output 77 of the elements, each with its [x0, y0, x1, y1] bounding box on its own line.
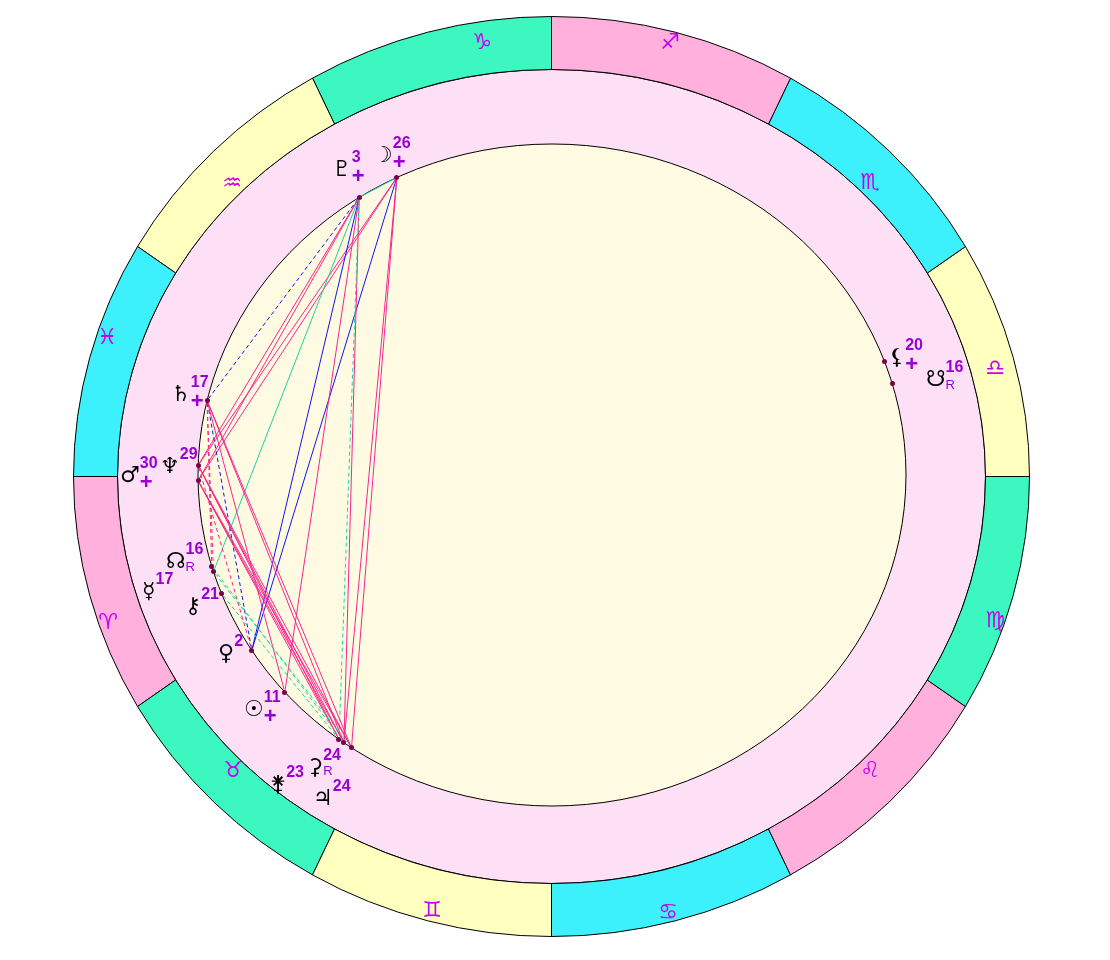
position-dot [210, 569, 216, 575]
zodiac-sign-glyph: ♉ [223, 759, 243, 781]
zodiac-sign-glyph: ♓ [97, 326, 117, 348]
degree-label: 11 [263, 690, 281, 704]
annotation-mark: + [263, 705, 277, 727]
planet-glyph: ☽ [373, 144, 393, 166]
planet-glyph: ⚵ [270, 773, 287, 795]
degree-label: 26 [392, 136, 411, 150]
zodiac-sign-glyph: ♎ [985, 357, 1005, 379]
degree-label: 2 [234, 634, 244, 648]
position-dot [282, 689, 288, 695]
degree-label: 23 [286, 765, 304, 779]
degree-label: 16 [945, 360, 964, 374]
planet-glyph: ⚸ [889, 346, 906, 368]
position-dot [219, 591, 224, 597]
planet-glyph: ☋ [926, 368, 946, 390]
degree-label: 30 [139, 456, 158, 470]
zodiac-sign-glyph: ♍ [985, 609, 1005, 631]
position-dot [889, 381, 895, 387]
position-dot [195, 462, 201, 468]
position-dot [349, 745, 354, 751]
planet-glyph: ♄ [171, 383, 191, 405]
zodiac-sign-glyph: ♋ [658, 901, 678, 923]
position-dot [209, 563, 215, 569]
aspect-line [251, 199, 360, 649]
planet-glyph: ♂ [120, 464, 140, 486]
zodiac-sign-glyph: ♈ [98, 611, 118, 633]
position-dot [195, 478, 201, 484]
zodiac-sign-glyph: ♏ [860, 171, 880, 193]
zodiac-sign-glyph: ♊ [422, 899, 442, 921]
planet-glyph: ☊ [166, 550, 186, 572]
position-dot [882, 359, 888, 365]
position-dot [204, 398, 210, 404]
position-dot [336, 736, 342, 742]
position-dot [341, 740, 347, 746]
planet-glyph: ♃ [313, 787, 333, 809]
aspect-line [360, 178, 396, 197]
planet-glyph: ☉ [244, 698, 264, 720]
aspect-line [351, 179, 398, 746]
planet-glyph: ⚳ [307, 756, 324, 778]
aspect-line [222, 595, 338, 738]
degree-label: 24 [323, 748, 341, 762]
annotation-mark: + [139, 471, 153, 493]
degree-label: 17 [155, 572, 174, 586]
aspect-line [213, 199, 359, 570]
annotation-mark: R [945, 378, 955, 391]
zodiac-sign-glyph: ♑ [472, 31, 492, 53]
position-dot [394, 175, 400, 180]
planet-glyph: ♆ [160, 455, 180, 477]
aspect-line [207, 402, 252, 649]
aspect-line [208, 198, 359, 400]
degree-label: 20 [905, 338, 923, 352]
annotation-mark: R [323, 764, 333, 777]
aspect-line [252, 179, 397, 649]
position-dot [356, 194, 362, 200]
degree-label: 29 [179, 447, 198, 461]
planet-glyph: ⚷ [185, 595, 202, 617]
planet-glyph: ♇ [332, 158, 352, 180]
annotation-mark: + [392, 151, 406, 173]
planet-glyph: ♀ [218, 642, 235, 664]
annotation-mark: + [905, 353, 918, 375]
annotation-mark: + [190, 390, 204, 412]
zodiac-sign-glyph: ♐ [660, 31, 680, 53]
degree-label: 16 [185, 542, 204, 556]
degree-label: 24 [332, 779, 351, 793]
aspect-line [338, 199, 360, 738]
annotation-mark: + [351, 165, 365, 187]
zodiac-sign-glyph: ♒ [222, 172, 242, 194]
annotation-mark: R [185, 560, 195, 573]
degree-label: 21 [201, 587, 219, 601]
degree-label: 3 [351, 150, 361, 164]
planet-glyph: ☿ [142, 580, 156, 602]
position-dot [249, 647, 255, 653]
degree-label: 17 [190, 375, 209, 389]
zodiac-sign-glyph: ♌ [860, 759, 880, 781]
aspect-line [207, 402, 285, 691]
aspect-line [198, 467, 252, 649]
